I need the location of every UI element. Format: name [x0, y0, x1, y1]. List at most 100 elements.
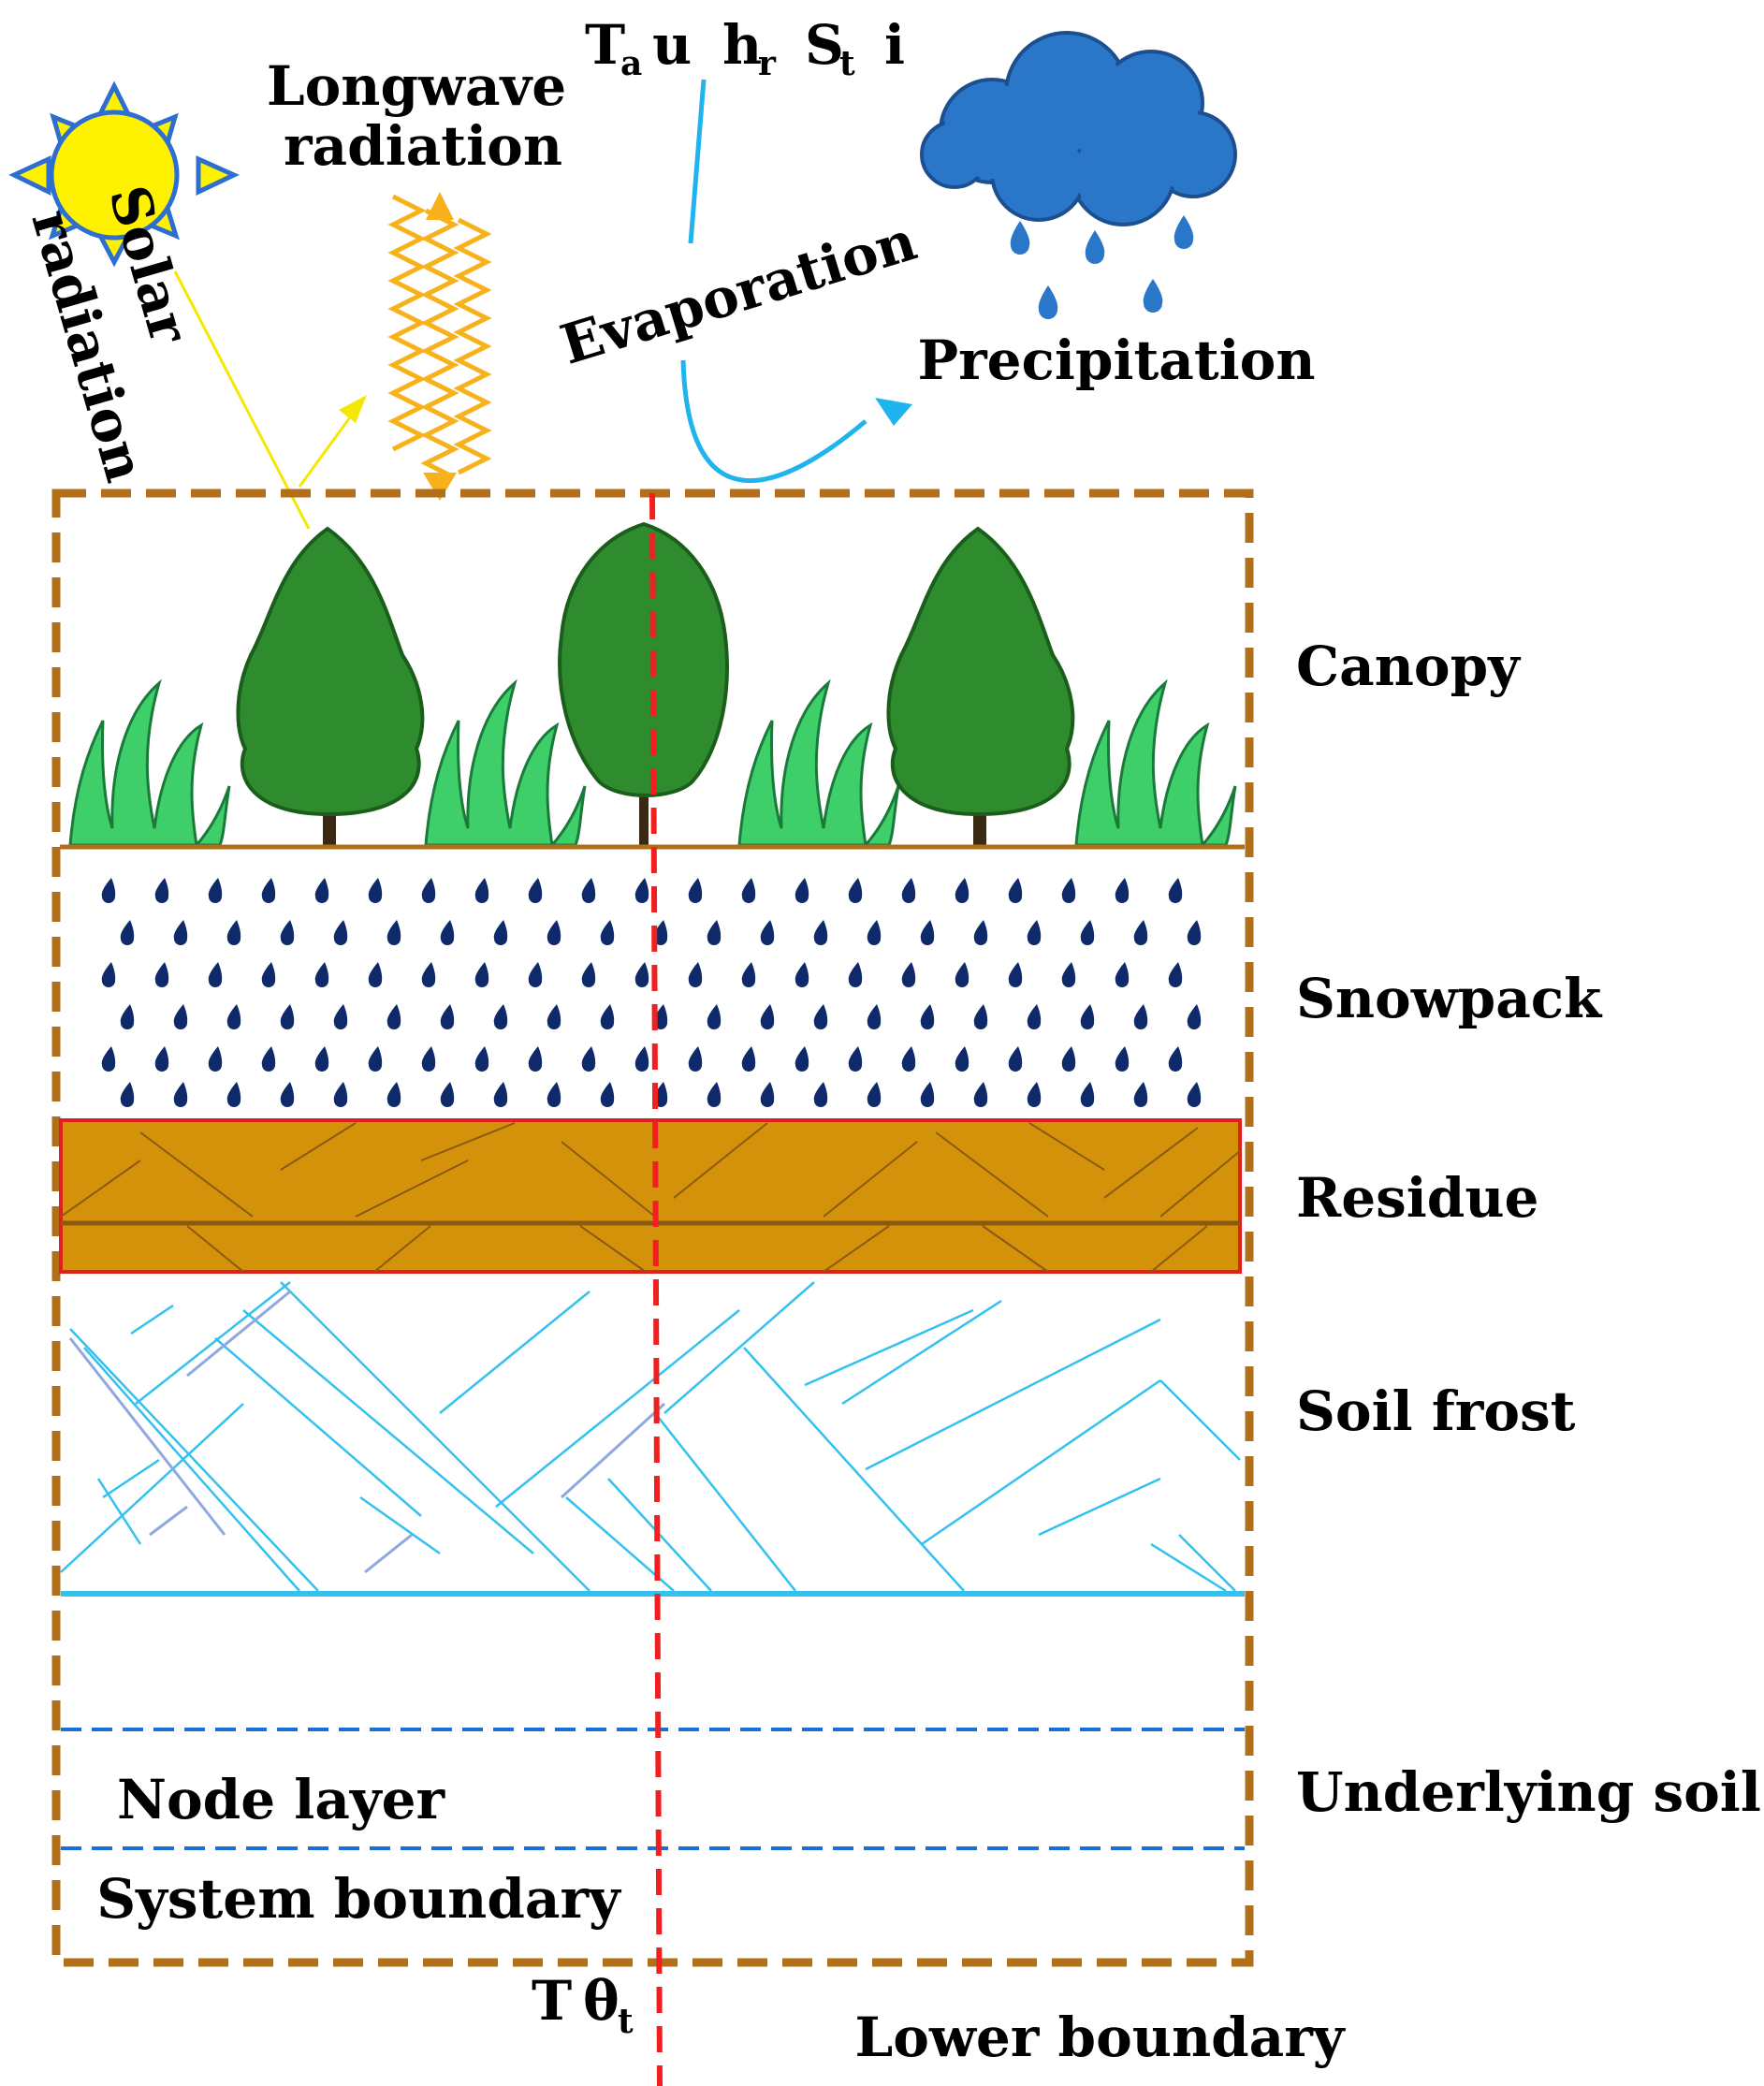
- snow-drop: [901, 878, 916, 903]
- snow-drop: [120, 1004, 135, 1029]
- evaporation-label: Evaporation: [554, 209, 924, 377]
- snow-drop: [474, 1046, 489, 1072]
- snow-drop: [760, 1004, 775, 1029]
- tree-icon: [886, 526, 1075, 847]
- svg-text:i: i: [884, 13, 905, 77]
- snow-drop: [600, 1004, 615, 1029]
- snowpack-drops: [101, 878, 1202, 1107]
- snow-drop: [547, 1004, 561, 1029]
- snow-drop: [581, 962, 596, 987]
- snow-drop: [333, 1004, 348, 1029]
- snow-drop: [600, 1082, 615, 1107]
- snow-drop: [760, 1082, 775, 1107]
- svg-text:S: S: [805, 13, 844, 77]
- snow-drop: [333, 920, 348, 945]
- snow-drop: [528, 1046, 543, 1072]
- snow-drop: [421, 1046, 436, 1072]
- svg-text:u: u: [652, 13, 692, 77]
- snow-drop: [813, 1082, 828, 1107]
- snow-drop: [1027, 1004, 1042, 1029]
- snow-drop: [1133, 1082, 1148, 1107]
- bottom-variables: T θ t: [532, 1969, 634, 2041]
- snow-drop: [101, 962, 116, 987]
- snow-drop: [208, 878, 223, 903]
- snow-drop: [493, 920, 508, 945]
- snow-drop: [955, 962, 969, 987]
- snow-drop: [368, 962, 383, 987]
- evaporation-arrowhead: [875, 398, 912, 426]
- snow-drop: [867, 1004, 882, 1029]
- snow-drop: [421, 962, 436, 987]
- snow-drop: [440, 920, 455, 945]
- snow-drop: [208, 962, 223, 987]
- snow-drop: [707, 920, 722, 945]
- snow-drop: [314, 878, 329, 903]
- node-layer-label: Node layer: [117, 1768, 446, 1831]
- snow-drop: [741, 878, 756, 903]
- svg-text:T: T: [585, 13, 625, 77]
- snow-drop: [1027, 1082, 1042, 1107]
- snow-drop: [474, 962, 489, 987]
- snow-drop: [848, 1046, 863, 1072]
- snowpack-label: Snowpack: [1296, 967, 1603, 1030]
- snow-drop: [760, 920, 775, 945]
- snow-drop: [261, 962, 276, 987]
- snow-drop: [386, 1004, 401, 1029]
- snow-drop: [973, 1082, 988, 1107]
- snow-drop: [901, 1046, 916, 1072]
- canopy-label: Canopy: [1296, 635, 1522, 698]
- snow-drop: [261, 878, 276, 903]
- solar-ray-arrow: [173, 270, 367, 530]
- sun-icon: [8, 80, 240, 268]
- snow-drop: [528, 878, 543, 903]
- snow-drop: [173, 1004, 188, 1029]
- snow-drop: [1061, 1046, 1076, 1072]
- snow-drop: [386, 1082, 401, 1107]
- snow-drop: [653, 920, 668, 945]
- snow-drop: [474, 878, 489, 903]
- snow-drop: [795, 1046, 809, 1072]
- snow-drop: [1133, 920, 1148, 945]
- snow-drop: [1187, 1004, 1202, 1029]
- snow-drop: [848, 878, 863, 903]
- snow-drop: [547, 920, 561, 945]
- tree-icon: [558, 521, 729, 845]
- soil-frost-label: Soil frost: [1296, 1379, 1576, 1443]
- snow-drop: [1115, 1046, 1130, 1072]
- snow-drop: [581, 1046, 596, 1072]
- snow-drop: [867, 920, 882, 945]
- longwave-radiation-arrows: [387, 194, 492, 480]
- snow-drop: [920, 1004, 935, 1029]
- snow-drop: [973, 920, 988, 945]
- snow-drop: [813, 1004, 828, 1029]
- underlying-soil-label: Underlying soil: [1296, 1760, 1761, 1824]
- svg-text:T: T: [532, 1969, 572, 2033]
- snow-drop: [493, 1082, 508, 1107]
- snow-drop: [120, 1082, 135, 1107]
- longwave-label-line1: Longwave: [267, 54, 566, 118]
- lower-boundary-label: Lower boundary: [854, 2006, 1346, 2069]
- system-boundary-label: System boundary: [96, 1867, 622, 1931]
- snow-drop: [208, 1046, 223, 1072]
- snow-drop: [688, 962, 703, 987]
- vertical-profile-line: [649, 492, 663, 2086]
- longwave-up-arrowhead: [426, 192, 454, 220]
- snow-drop: [1008, 962, 1023, 987]
- snow-drop: [634, 878, 649, 903]
- snow-drop: [1080, 1082, 1095, 1107]
- snow-drop: [101, 878, 116, 903]
- snow-drop: [634, 962, 649, 987]
- snow-drop: [795, 878, 809, 903]
- rain-drops: [1010, 215, 1194, 319]
- snow-drop: [1168, 878, 1183, 903]
- svg-text:θ: θ: [583, 1969, 620, 2033]
- snow-drop: [261, 1046, 276, 1072]
- snow-drop: [920, 920, 935, 945]
- svg-text:h: h: [722, 13, 762, 77]
- snow-drop: [1187, 920, 1202, 945]
- snow-drop: [955, 1046, 969, 1072]
- snow-drop: [154, 962, 169, 987]
- snow-drop: [493, 1004, 508, 1029]
- svg-text:r: r: [758, 44, 777, 83]
- snow-drop: [280, 920, 295, 945]
